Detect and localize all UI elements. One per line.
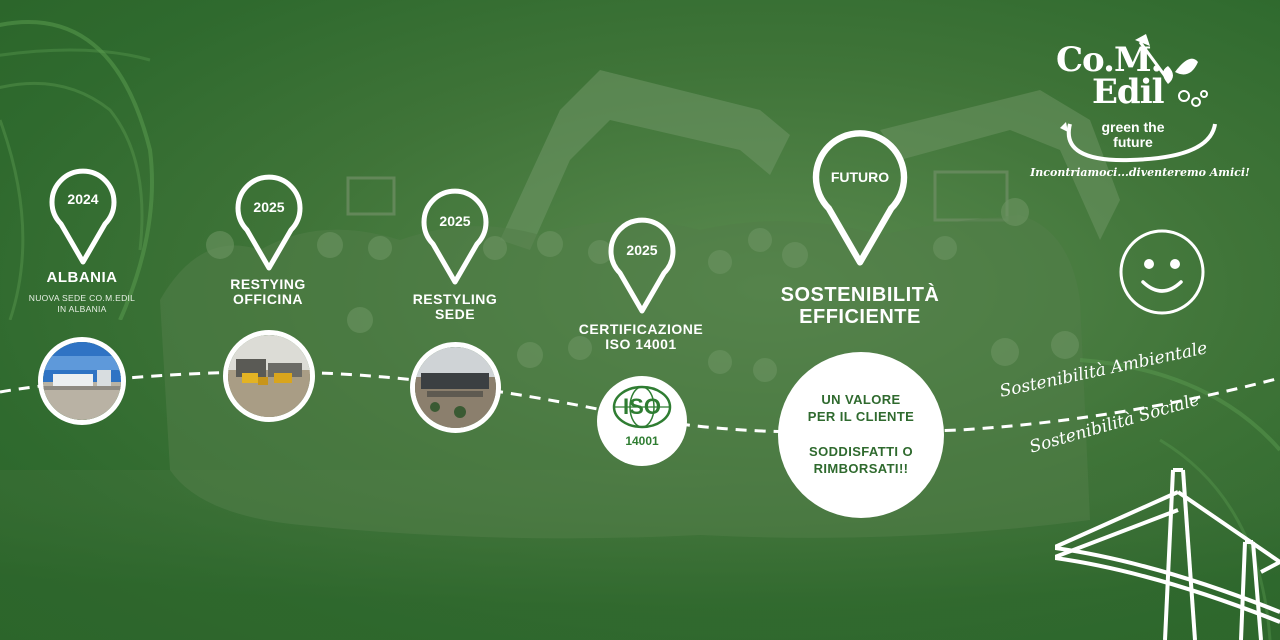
milestone-pin-futuro: FUTURO bbox=[810, 126, 910, 268]
iso-badge: ISO 14001 bbox=[597, 376, 687, 466]
logo-tagline: green the future bbox=[1078, 120, 1188, 149]
logo-tagline-line: green the bbox=[1101, 119, 1165, 135]
milestone-subtitle-line: IN ALBANIA bbox=[57, 304, 107, 315]
value-text-bottom: SODDISFATTI O RIMBORSATI!! bbox=[778, 444, 944, 478]
globe-lines-icon bbox=[0, 20, 154, 320]
milestone-title-line: RESTYLING bbox=[412, 291, 498, 307]
milestone-title-line: SOSTENIBILITÀ bbox=[780, 284, 940, 306]
milestone-pin-2025-officina: 2025 bbox=[234, 172, 304, 272]
milestone-pin-2025-sede: 2025 bbox=[420, 186, 490, 286]
value-line: UN VALORE bbox=[821, 392, 901, 407]
milestone-year: FUTURO bbox=[830, 169, 890, 185]
milestone-pin-2024: 2024 bbox=[48, 166, 118, 266]
value-line: RIMBORSATI!! bbox=[813, 460, 909, 476]
bridge-icon bbox=[1055, 468, 1280, 640]
milestone-title: CERTIFICAZIONE ISO 14001 bbox=[561, 322, 721, 351]
milestone-pin-2025-iso: 2025 bbox=[607, 215, 677, 315]
milestone-subtitle-line: NUOVA SEDE CO.M.EDIL bbox=[28, 293, 136, 303]
logo-brand-line2: Edil bbox=[1092, 72, 1165, 112]
photo-albania-office bbox=[38, 337, 126, 425]
value-circle: UN VALORE PER IL CLIENTE SODDISFATTI O R… bbox=[778, 352, 944, 518]
location-pin-icon bbox=[235, 174, 303, 271]
photo-officina bbox=[223, 330, 315, 422]
value-text-top: UN VALORE PER IL CLIENTE bbox=[778, 392, 944, 426]
iso-globe-icon bbox=[612, 385, 672, 429]
milestone-year: 2025 bbox=[439, 213, 471, 229]
value-line: PER IL CLIENTE bbox=[807, 408, 915, 424]
photo-sede bbox=[410, 342, 501, 433]
milestone-title-line: EFFICIENTE bbox=[799, 306, 921, 329]
milestone-year: 2025 bbox=[626, 242, 658, 258]
milestone-title: RESTYING OFFICINA bbox=[208, 277, 328, 306]
milestone-title-line: RESTYING bbox=[230, 276, 306, 292]
milestone-title-line: SEDE bbox=[434, 305, 476, 322]
location-pin-icon bbox=[812, 130, 908, 266]
logo-graphic bbox=[1060, 34, 1217, 163]
location-pin-icon bbox=[49, 168, 117, 265]
milestone-title-line: ISO 14001 bbox=[605, 335, 677, 352]
logo-slogan: Incontriamoci...diventeremo Amici! bbox=[1030, 166, 1250, 179]
logo-tagline-line: future bbox=[1113, 133, 1153, 150]
milestone-title-line: CERTIFICAZIONE bbox=[578, 321, 704, 337]
milestone-title-line: OFFICINA bbox=[232, 290, 304, 307]
iso-number: 14001 bbox=[625, 434, 659, 448]
milestone-title: ALBANIA bbox=[46, 269, 118, 286]
milestone-subtitle: NUOVA SEDE CO.M.EDIL IN ALBANIA bbox=[12, 293, 152, 316]
milestone-year: 2025 bbox=[253, 199, 285, 215]
iso-label: ISO bbox=[623, 394, 661, 419]
milestone-title: SOSTENIBILITÀ EFFICIENTE bbox=[745, 284, 975, 329]
logo-brand-line1: Co.M. bbox=[1056, 40, 1162, 80]
value-line: SODDISFATTI O bbox=[809, 444, 913, 459]
smiley-icon bbox=[1119, 229, 1205, 315]
milestone-title: RESTYLING SEDE bbox=[395, 292, 515, 321]
location-pin-icon bbox=[421, 188, 489, 285]
location-pin-icon bbox=[608, 217, 676, 314]
milestone-year: 2024 bbox=[67, 191, 99, 207]
company-logo: Co.M. Edil green the future Incontriamoc… bbox=[1030, 32, 1250, 202]
